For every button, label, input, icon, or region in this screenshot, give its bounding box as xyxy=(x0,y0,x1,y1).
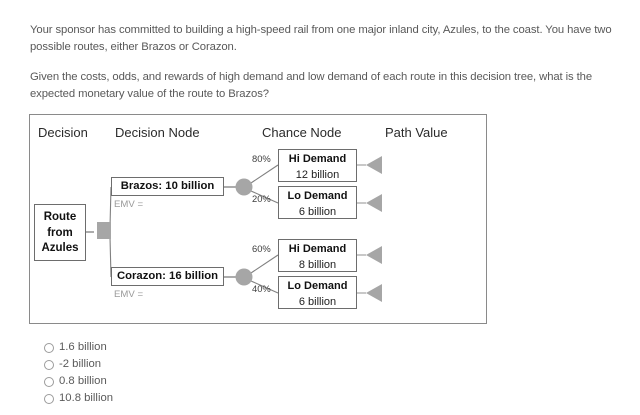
root-node-line-2: from xyxy=(47,226,73,239)
question-paragraph-1: Your sponsor has committed to building a… xyxy=(30,24,612,53)
outcome-value: 8 billion xyxy=(298,259,337,271)
radio-button-icon[interactable] xyxy=(44,359,54,370)
emv-label-brazos: EMV = xyxy=(114,199,144,210)
emv-label-corazon: EMV = xyxy=(114,289,144,300)
tree-connectors xyxy=(86,156,382,302)
root-node-line-1: Route xyxy=(43,211,77,223)
outcome-title: Hi Demand xyxy=(288,243,347,255)
outcome-value: 6 billion xyxy=(298,296,337,308)
outcome-title: Lo Demand xyxy=(287,280,348,292)
question-block: Your sponsor has committed to building a… xyxy=(30,22,622,116)
outcome-title: Hi Demand xyxy=(288,153,347,165)
question-paragraph-2: Given the costs, odds, and rewards of hi… xyxy=(30,71,593,100)
column-header-decision-node: Decision Node xyxy=(115,125,200,140)
answer-option-3[interactable]: 0.8 billion xyxy=(44,373,344,390)
answer-options-list: 1.6 billion -2 billion 0.8 billion 10.8 … xyxy=(44,339,344,407)
radio-button-icon[interactable] xyxy=(44,342,54,353)
answer-option-label: 1.6 billion xyxy=(59,341,107,353)
outcome-node-brazos-lo-demand: Lo Demand 6 billion xyxy=(278,186,357,219)
radio-button-icon[interactable] xyxy=(44,376,54,387)
probability-label-corazon-lo: 40% xyxy=(252,283,271,294)
outcome-node-corazon-lo-demand: Lo Demand 6 billion xyxy=(278,276,357,309)
root-node-line-3: Azules xyxy=(41,242,79,254)
root-node-route-from-azules: Route from Azules xyxy=(34,204,86,261)
answer-option-4[interactable]: 10.8 billion xyxy=(44,390,344,407)
answer-option-label: 10.8 billion xyxy=(59,392,114,404)
answer-option-label: -2 billion xyxy=(59,358,102,370)
probability-label-brazos-lo: 20% xyxy=(252,193,271,204)
decision-node-brazos: Brazos: 10 billion xyxy=(111,177,224,196)
column-header-path-value: Path Value xyxy=(385,125,448,140)
outcome-value: 12 billion xyxy=(295,169,340,181)
answer-option-1[interactable]: 1.6 billion xyxy=(44,339,344,356)
decision-node-corazon: Corazon: 16 billion xyxy=(111,267,224,286)
outcome-value: 6 billion xyxy=(298,206,337,218)
column-header-decision: Decision xyxy=(38,125,88,140)
outcome-node-brazos-hi-demand: Hi Demand 12 billion xyxy=(278,149,357,182)
answer-option-2[interactable]: -2 billion xyxy=(44,356,344,373)
radio-button-icon[interactable] xyxy=(44,393,54,404)
outcome-node-corazon-hi-demand: Hi Demand 8 billion xyxy=(278,239,357,272)
probability-label-brazos-hi: 80% xyxy=(252,153,271,164)
column-header-chance-node: Chance Node xyxy=(262,125,342,140)
decision-tree-diagram: Decision Decision Node Chance Node Path … xyxy=(29,114,487,324)
answer-option-label: 0.8 billion xyxy=(59,375,107,387)
outcome-title: Lo Demand xyxy=(287,190,348,202)
probability-label-corazon-hi: 60% xyxy=(252,243,271,254)
